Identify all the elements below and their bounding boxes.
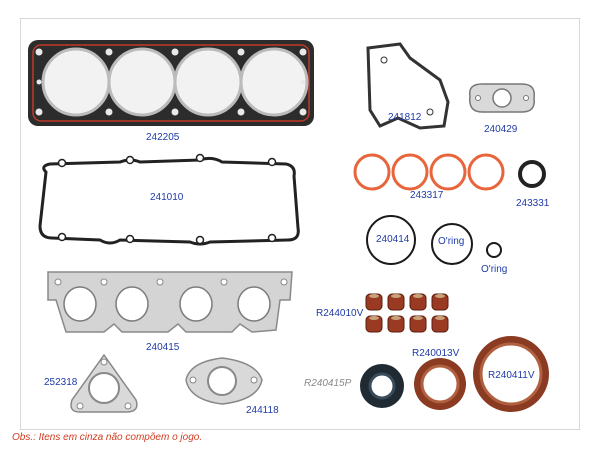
exhaust-manifold-gasket-image [47, 271, 293, 333]
seal-mid-image [414, 358, 466, 410]
label-exhaust-manifold-gasket: 240415 [146, 342, 180, 353]
seal-large-image [473, 336, 549, 412]
label-intake-rings: 243317 [410, 190, 444, 201]
egr-gasket-image [469, 83, 535, 113]
label-timing-cover-gasket: 241812 [388, 112, 422, 123]
label-valve-seals: R244010V [316, 308, 364, 319]
flange-gasket-a-image [70, 353, 138, 413]
footnote: Obs.: Itens em cinza não compõem o jogo. [12, 432, 203, 443]
label-oring-large: O'ring [438, 236, 465, 247]
label-valve-cover-gasket: 241010 [150, 192, 184, 203]
cylinder-head-gasket-image [28, 40, 314, 126]
label-oring-large-code: 240414 [376, 234, 410, 245]
valve-seals-image [365, 293, 449, 333]
label-seal-mid: R240013V [412, 348, 460, 359]
small-ring-image [518, 160, 546, 188]
oring-mid-image [431, 223, 473, 265]
oring-small-image [486, 242, 502, 258]
label-seal-large: R240411V [488, 370, 535, 381]
label-flange-gasket-b: 244118 [246, 405, 279, 416]
label-cylinder-head-gasket: 242205 [146, 132, 180, 143]
valve-cover-gasket-image [38, 153, 300, 246]
intake-rings-image [353, 153, 505, 191]
timing-cover-gasket-image [366, 42, 450, 130]
label-flange-gasket-a: 252318 [44, 377, 78, 388]
label-small-ring: 243331 [516, 198, 550, 209]
flange-gasket-b-image [185, 357, 263, 405]
seal-gray-image [360, 364, 404, 408]
label-seal-gray: R240415P [304, 378, 352, 389]
oring-large-image [366, 215, 416, 265]
label-oring-small: O'ring [481, 264, 508, 275]
label-egr-gasket: 240429 [484, 124, 518, 135]
